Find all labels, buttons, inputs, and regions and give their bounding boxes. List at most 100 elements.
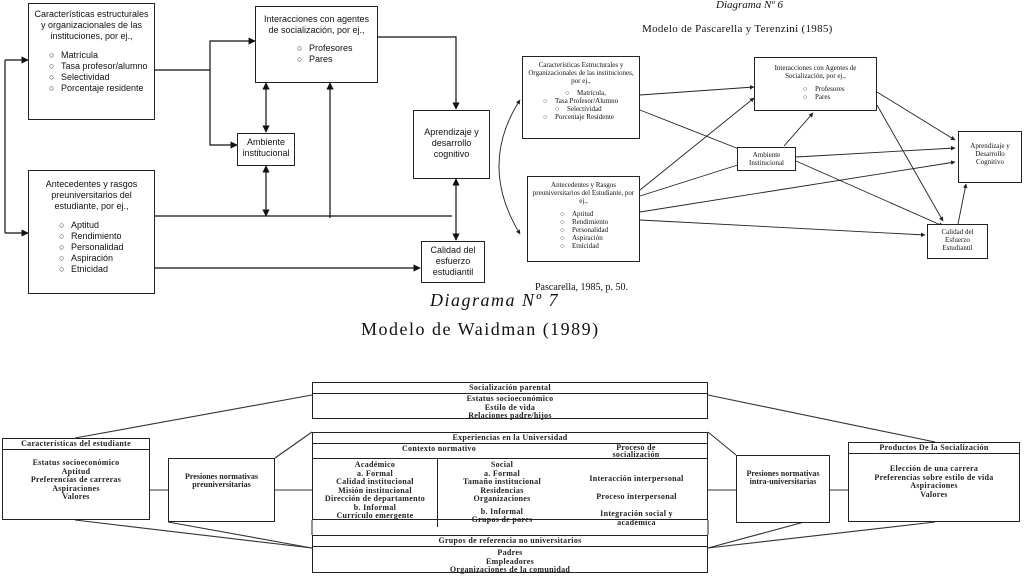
d7-presiones-pre-label: Presiones normativas preuniversitarias xyxy=(185,472,258,489)
d6-box-antecedentes: Antecedentes y Rasgos preuniversitarios … xyxy=(527,176,640,262)
list-item: Profesores xyxy=(297,43,374,54)
d6-box-estructurales-title: Características Estructurales y Organiza… xyxy=(528,61,634,85)
d7-box-caracteristicas: Características del estudiante Estatus s… xyxy=(2,438,150,520)
list-item: Matrícula xyxy=(49,50,150,61)
d7-grupos-line: Empleadores xyxy=(485,556,535,566)
diagram6-source: Pascarella, 1985, p. 50. xyxy=(535,282,629,293)
d7-proceso-line: Interacción interpersonal xyxy=(589,474,684,483)
left-box-estructurales: Características estructurales y organiza… xyxy=(28,3,155,120)
left-box-antecedentes: Antecedentes y rasgos preuniversitarios … xyxy=(28,170,155,294)
d7-academico-line: Dirección de departamento xyxy=(324,494,426,503)
d7-caracteristicas-header: Características del estudiante xyxy=(3,439,149,450)
d7-box-experiencias: Experiencias en la Universidad Contexto … xyxy=(312,432,708,527)
diagram7-lines xyxy=(74,394,936,549)
list-item: Pares xyxy=(297,54,374,65)
d7-proceso-header: Proceso de socialización xyxy=(612,443,660,459)
d7-socializacion-line: Estatus socioeconómico xyxy=(466,394,554,403)
list-item: Aptitud xyxy=(59,220,150,231)
d7-social-line: Residencias xyxy=(480,485,524,495)
d6-box-ambiente-label: Ambiente Institucional xyxy=(749,151,784,167)
d7-productos-line: Aspiraciones xyxy=(910,481,958,490)
left-box-aprendizaje: Aprendizaje y desarrollo cognitivo xyxy=(413,110,490,179)
diagram7-label: Diagrama Nº 7 xyxy=(430,290,560,310)
list-item: Porcentaje Residente xyxy=(543,113,637,121)
d7-contexto-header: Contexto normativo xyxy=(401,444,477,453)
left-box-calidad: Calidad del esfuerzo estudiantil xyxy=(421,241,485,283)
d7-caracteristicas-line: Valores xyxy=(62,492,90,501)
d7-productos-line: Elección de una carrera xyxy=(889,464,979,473)
d7-social-line: Tamaño institucional xyxy=(463,477,541,486)
d7-socializacion-line: Relaciones padre/hijos xyxy=(468,411,552,420)
d7-experiencias-header: Experiencias en la Universidad xyxy=(313,433,707,444)
d7-grupos-line: Padres xyxy=(497,548,523,557)
d7-caracteristicas-line: Estatus socioeconómico xyxy=(32,458,120,467)
diagram6-title: Modelo de Pascarella y Terenzini (1985) xyxy=(642,23,833,35)
left-box-interacciones-title: Interacciones con agentes de socializaci… xyxy=(263,14,370,35)
d7-caracteristicas-line: Aspiraciones xyxy=(52,483,100,493)
list-item: Rendimiento xyxy=(560,218,637,226)
list-item: Selectividad xyxy=(555,105,637,113)
d6-box-ambiente: Ambiente Institucional xyxy=(737,147,796,171)
d7-social-line: Social xyxy=(490,460,514,469)
d6-box-interacciones: Interacciones con Agentes de Socializaci… xyxy=(754,57,877,111)
d7-social-line: Grupos de pares xyxy=(471,515,533,524)
left-box-antecedentes-title: Antecedentes y rasgos preuniversitarios … xyxy=(45,179,138,211)
d7-proceso-line: Integración social y académica xyxy=(600,509,673,527)
diagram7-title: Modelo de Waidman (1989) xyxy=(361,319,600,339)
list-item: Aspiración xyxy=(59,253,150,264)
diagram6-arrows xyxy=(498,85,968,238)
d6-box-interacciones-title: Interacciones con Agentes de Socializaci… xyxy=(774,64,857,80)
d6-box-aprendizaje-label: Aprendizaje y Desarrollo Cognitivo xyxy=(970,142,1010,166)
d7-productos-header: Productos De la Socialización xyxy=(849,443,1019,454)
left-box-estructurales-title: Características estructurales y organiza… xyxy=(34,9,149,41)
d6-box-calidad: Calidad del Esfuerzo Estudiantil xyxy=(927,224,988,259)
d6-box-antecedentes-title: Antecedentes y Rasgos preuniversitarios … xyxy=(532,181,635,205)
d7-social-line: Organizaciones xyxy=(473,494,531,503)
d7-academico-line: Currículo emergente xyxy=(336,511,414,520)
d7-caracteristicas-line: Aptitud xyxy=(61,466,91,476)
d7-productos-line: Valores xyxy=(920,489,948,499)
d7-socializacion-header: Socialización parental xyxy=(313,383,707,394)
d7-box-productos: Productos De la Socialización Elección d… xyxy=(848,442,1020,522)
d7-box-grupos-referencia: Grupos de referencia no universitarios P… xyxy=(312,535,708,574)
d7-caracteristicas-line: Preferencias de carreras xyxy=(30,475,122,484)
list-item: Aspiración xyxy=(560,234,637,242)
d7-presiones-intra-label: Presiones normativas intra-universitaria… xyxy=(746,469,820,486)
list-item: Personalidad xyxy=(59,242,150,253)
list-item: Matrícula, xyxy=(565,89,637,97)
d7-social-line: b. Informal xyxy=(480,506,524,516)
d7-academico-line: Académico xyxy=(354,460,396,469)
d7-box-presiones-pre: Presiones normativas preuniversitarias xyxy=(168,458,275,522)
left-box-calidad-label: Calidad del esfuerzo estudiantil xyxy=(430,245,476,277)
d7-proceso-line: Proceso interpersonal xyxy=(596,491,677,501)
d7-box-presiones-intra: Presiones normativas intra-universitaria… xyxy=(736,455,830,523)
d6-box-aprendizaje: Aprendizaje y Desarrollo Cognitivo xyxy=(958,131,1022,183)
list-item: Tasa Profesor/Alumno xyxy=(543,97,637,105)
list-item: Tasa profesor/alumno xyxy=(49,61,150,72)
list-item: Selectividad xyxy=(49,72,150,83)
d7-academico-line: b. Informal xyxy=(353,502,397,512)
list-item: Etnicidad xyxy=(59,264,150,275)
d7-box-socializacion-parental: Socialización parental Estatus socioecon… xyxy=(312,382,708,420)
d7-academico-line: Calidad institucional xyxy=(336,477,414,486)
d7-grupos-line: Organizaciones de la comunidad xyxy=(449,565,571,574)
d7-academico-line: Misión institucional xyxy=(338,485,412,495)
left-box-ambiente-label: Ambiente institucional xyxy=(242,137,290,158)
d7-social-line: a. Formal xyxy=(483,468,521,478)
list-item: Personalidad xyxy=(560,226,637,234)
d7-academico-line: a. Formal xyxy=(356,468,394,478)
d6-box-estructurales: Características Estructurales y Organiza… xyxy=(522,56,640,139)
list-item: Aptitud xyxy=(560,210,637,218)
left-box-ambiente: Ambiente institucional xyxy=(237,133,295,166)
list-item: Porcentaje residente xyxy=(49,83,150,94)
list-item: Pares xyxy=(803,93,874,101)
d7-grupos-header: Grupos de referencia no universitarios xyxy=(313,536,707,547)
d6-box-calidad-label: Calidad del Esfuerzo Estudiantil xyxy=(941,228,974,252)
list-item: Profesores xyxy=(803,85,874,93)
diagram6-label: Diagrama Nº 6 xyxy=(716,0,783,11)
d7-socializacion-line: Estilo de vida xyxy=(484,402,536,412)
list-item: Rendimiento xyxy=(59,231,150,242)
left-model-arrows xyxy=(4,36,460,272)
d7-productos-line: Preferencias sobre estilo de vida xyxy=(874,472,994,482)
